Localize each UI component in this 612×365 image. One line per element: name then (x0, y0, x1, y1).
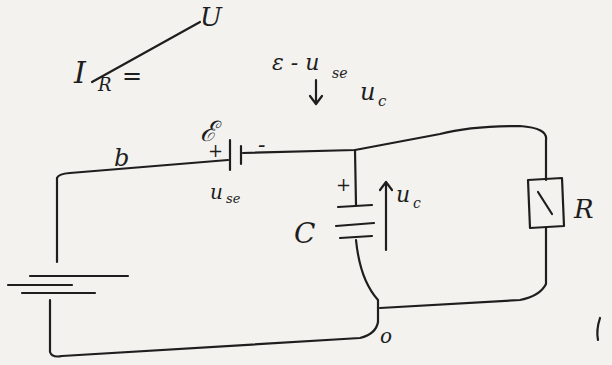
capacitor-plate (338, 205, 372, 207)
resistor-mark (538, 192, 552, 214)
capacitor-plate (336, 223, 374, 226)
source-plate (30, 275, 128, 277)
wire (356, 240, 378, 322)
voltage-label: u (396, 184, 410, 206)
voltage-label: u (210, 182, 223, 202)
strike-line (92, 22, 200, 82)
voltage-symbol: U (200, 4, 222, 30)
source-plate (229, 140, 231, 170)
wire (380, 228, 546, 308)
wire (355, 150, 356, 205)
polarity-sign: + (336, 176, 351, 194)
resistor-symbol (528, 178, 564, 228)
wire (57, 160, 228, 178)
voltage-arrow (380, 182, 392, 250)
node-name: o (380, 326, 392, 346)
subscript: c (378, 94, 386, 109)
polarity-sign: - (258, 134, 265, 156)
stray-mark (597, 318, 600, 340)
subscript: se (226, 192, 240, 205)
equals-sign: = (122, 64, 142, 88)
voltage-label: u (360, 80, 375, 104)
wire (56, 178, 58, 262)
subscript: c (413, 196, 421, 210)
polarity-sign: + (208, 142, 223, 160)
resistor-name: R (574, 196, 594, 222)
capacitor-plate (340, 236, 372, 238)
voltage-arrow (310, 80, 322, 104)
node-name: b (114, 146, 129, 170)
voltage-label: ε - u (272, 52, 319, 74)
source-plate (22, 292, 95, 294)
wire (243, 126, 546, 180)
capacitor-name: C (294, 220, 315, 248)
subscript: se (332, 66, 347, 80)
source-plate (8, 284, 72, 286)
wire (50, 300, 378, 357)
current-symbol: I (74, 58, 86, 88)
source-plate (240, 146, 242, 164)
subscript: R (98, 76, 112, 94)
